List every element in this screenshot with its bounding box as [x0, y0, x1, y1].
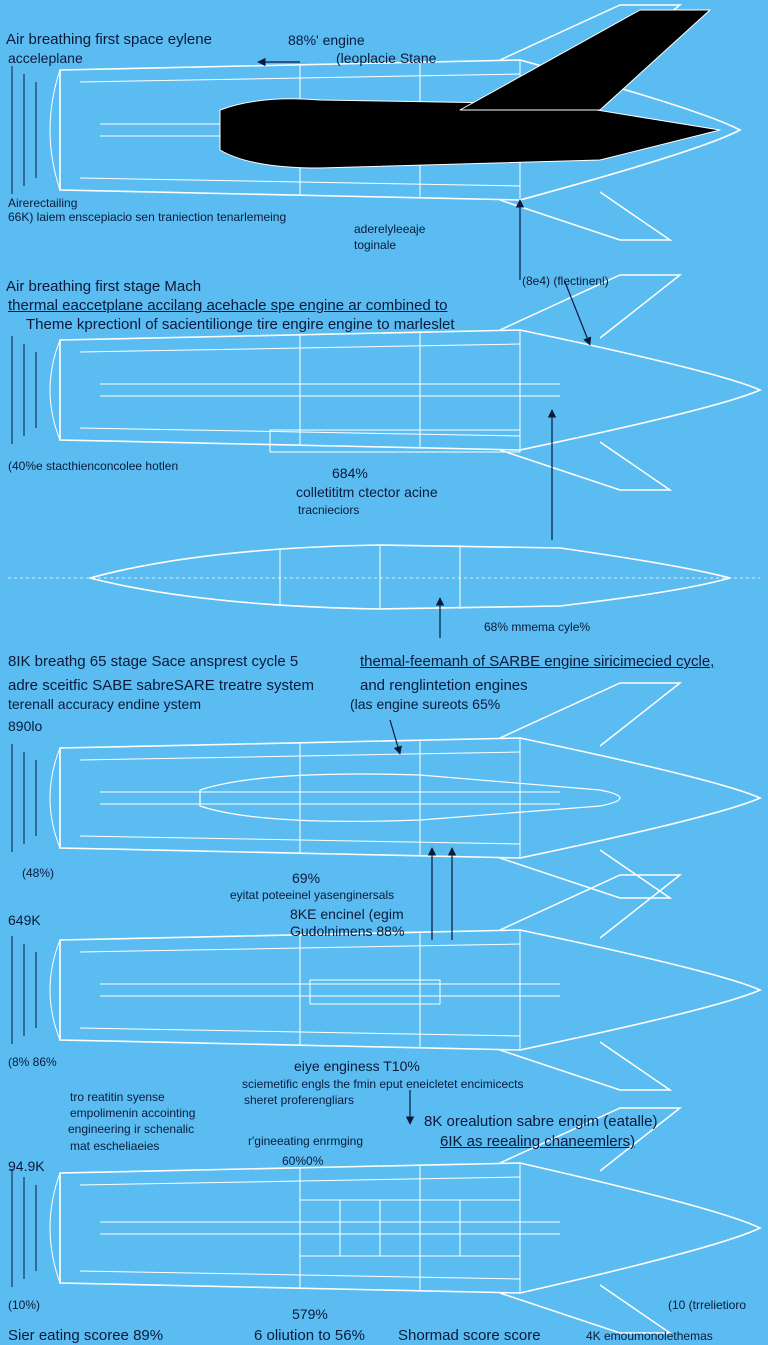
plane-4-fuselage: [59, 737, 762, 859]
label-890lo: 890lo: [8, 718, 43, 734]
label-sceitfic-sabe: adre sceitfic SABE sabreSARE treatre sys…: [8, 677, 314, 694]
label-eating-scoree: Sier eating scoree 89%: [8, 1327, 164, 1344]
label-toginale: toginale: [354, 238, 397, 252]
plane-3-body: [89, 544, 731, 610]
label-sciemetific: sciemetific engls the fmin eput eneiclet…: [242, 1077, 524, 1091]
label-69pct: 69%: [292, 870, 321, 886]
label-shormad-score: Shormad score score: [398, 1327, 541, 1344]
label-breathg-65-stage: 8IK breathg 65 stage Sace ansprest cycle…: [8, 653, 299, 670]
arrow-flectinenl-2: [564, 281, 592, 346]
label-gudolnimens: Gudolnimens 88%: [290, 923, 405, 939]
label-enrmging: r'gineeating enrmging: [248, 1134, 364, 1148]
label-emoumonolethemas: 4K emoumonolethemas: [586, 1329, 713, 1343]
plane-1-dark-body: [219, 98, 721, 169]
label-trrelietioro: (10 (trrelietioro: [668, 1298, 747, 1312]
plane-1-fin: [499, 191, 673, 241]
label-tracnieciors: tracnieciors: [298, 503, 360, 517]
plane-4-fin: [499, 849, 673, 899]
label-stacthien: (40%e stacthienconcolee hotlen: [8, 459, 179, 473]
plane-6-detail-line: [49, 1172, 61, 1284]
plane-5-fin: [499, 874, 683, 939]
label-8ke-encinel: 8KE encinel (egim: [290, 906, 404, 922]
label-terenall: terenall accuracy endine ystem: [8, 696, 201, 712]
plane-5-engine-bay: [309, 979, 441, 1005]
label-579pct: 579%: [292, 1306, 328, 1322]
plane-4-fin: [499, 682, 683, 747]
label-empolimenin: empolimenin accointing: [70, 1106, 196, 1120]
label-colletititm: colletititm ctector acine: [296, 484, 438, 500]
label-first-stage-mach: Air breathing first stage Mach: [6, 278, 202, 295]
plane-4-nacelle: [199, 773, 621, 822]
label-reatitin-syense: tro reatitin syense: [70, 1090, 165, 1104]
plane-5-fin: [499, 1041, 673, 1091]
label-escheliaeies: mat escheliaeies: [70, 1139, 160, 1153]
plane-6-fin: [499, 1284, 673, 1334]
label-engine-pct: 88%' engine: [288, 32, 365, 48]
plane-2-fin: [499, 441, 673, 491]
plane-2-fin: [499, 274, 683, 339]
plane-2-intake: [269, 429, 521, 453]
label-proferengliars: sheret proferengliars: [244, 1093, 355, 1107]
label-orealution-sabre: 8K orealution sabre engim (eatalle): [424, 1113, 658, 1130]
arrow-sureots: [389, 719, 402, 755]
label-mmema-cyle: 68% mmema cyle%: [484, 620, 591, 634]
label-thermal-accetplane: thermal eaccetplane accilang acehacle sp…: [8, 297, 448, 314]
plane-1-detail-line: [49, 69, 61, 191]
label-air-breathing-title: Air breathing first space eylene: [6, 31, 212, 48]
label-schenalic: engineering ir schenalic: [68, 1122, 195, 1136]
label-aderelyleeaje: aderelyleeaje: [354, 222, 426, 236]
label-leoplacie-stane: (leoplacie Stane: [336, 50, 437, 66]
label-flectinenl: (8e4) (flectinenl): [522, 274, 609, 288]
plane-6-fuselage: [59, 1162, 762, 1294]
label-sureots: (las engine sureots 65%: [350, 696, 501, 712]
label-649k: 649K: [8, 912, 41, 928]
plane-3-detail: [279, 545, 461, 609]
label-themal-feemanh: themal-feemanh of SARBE engine siricimec…: [360, 653, 715, 670]
label-48pct: (48%): [22, 866, 55, 880]
label-renglintetion: and renglintetion engines: [360, 677, 528, 694]
plane-5-detail-line: [49, 939, 61, 1041]
plane-2-detail-line: [49, 339, 61, 441]
plane-5-fuselage: [59, 929, 762, 1051]
label-10pct: (10%): [8, 1298, 41, 1312]
label-yasenginersals: eyitat poteeinel yasenginersals: [230, 888, 395, 902]
label-reealing-chaneemlers: 6IK as reealing chaneemlers): [440, 1133, 636, 1150]
label-oliution: 6 oliution to 56%: [254, 1327, 365, 1344]
label-acceleplane: acceleplane: [8, 50, 83, 66]
label-theme-kprection: Theme kprectionl of sacientilionge tire …: [26, 316, 455, 333]
plane-6-fin: [499, 1107, 683, 1172]
label-traniection: 66K) laiem enscepiacio sen traniection t…: [8, 210, 287, 224]
label-94-9k: 94.9K: [8, 1158, 45, 1174]
plane-2-fuselage: [59, 329, 762, 451]
label-eiye-enginess: eiye enginess T10%: [294, 1058, 420, 1074]
label-684-pct: 684%: [332, 465, 368, 481]
label-8-86pct: (8% 86%: [8, 1055, 57, 1069]
plane-4-detail-line: [49, 747, 61, 849]
plane-1-dark-fin: [459, 9, 711, 111]
plane-6-engine-grid: [299, 1199, 521, 1257]
plane-5: [11, 874, 762, 1091]
plane-2: [11, 274, 762, 491]
label-60-0pct: 60%0%: [282, 1154, 324, 1168]
label-airerectailing: Airerectailing: [8, 196, 78, 210]
plane-4: [11, 682, 762, 899]
